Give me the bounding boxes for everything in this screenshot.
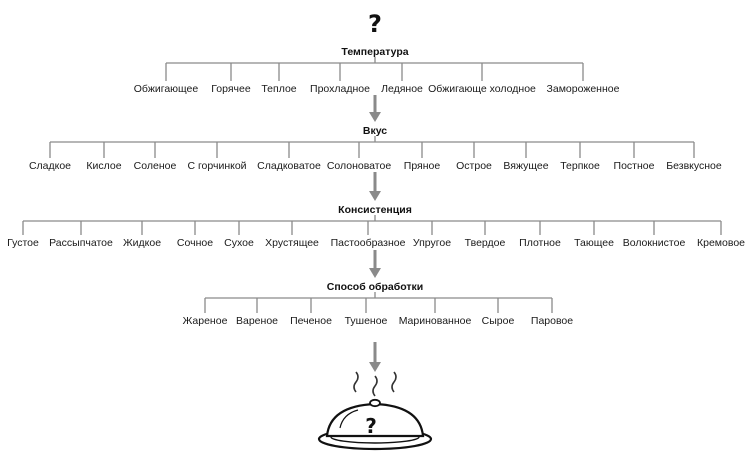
level-title: Способ обработки	[327, 281, 424, 293]
option-label: Соленое	[134, 160, 177, 172]
option-label: Солоноватое	[327, 160, 392, 172]
option-label: С горчинкой	[187, 160, 246, 172]
top-question-mark: ?	[368, 10, 382, 38]
option-label: Твердое	[465, 237, 506, 249]
covered-dish-icon: ?	[317, 371, 433, 451]
option-label: Безвкусное	[666, 160, 722, 172]
option-label: Обжигающе холодное	[428, 83, 536, 95]
option-label: Рассыпчатое	[49, 237, 113, 249]
level-title: Температура	[341, 46, 408, 58]
cloche-handle	[369, 398, 381, 408]
option-label: Вяжущее	[503, 160, 548, 172]
option-label: Острое	[456, 160, 492, 172]
option-label: Паровое	[531, 315, 573, 327]
option-label: Прохладное	[310, 83, 370, 95]
option-label: Сухое	[224, 237, 254, 249]
dish-question-mark: ?	[365, 414, 377, 438]
option-label: Терпкое	[560, 160, 600, 172]
option-label: Тушеное	[345, 315, 388, 327]
steam-right	[391, 371, 397, 393]
option-label: Маринованное	[399, 315, 472, 327]
option-label: Горячее	[211, 83, 251, 95]
arrow-down-icon	[369, 342, 381, 372]
option-label: Кислое	[86, 160, 121, 172]
option-label: Сырое	[482, 315, 515, 327]
option-label: Пряное	[404, 160, 441, 172]
arrow-down-icon	[369, 95, 381, 122]
level-title: Консистенция	[338, 204, 412, 216]
option-label: Замороженное	[547, 83, 620, 95]
option-label: Плотное	[519, 237, 561, 249]
steam-left	[353, 371, 359, 393]
option-label: Печеное	[290, 315, 332, 327]
level-title: Вкус	[363, 125, 387, 137]
option-label: Сочное	[177, 237, 213, 249]
cloche-shine	[339, 409, 359, 429]
steam-middle	[372, 375, 378, 397]
option-label: Упругое	[413, 237, 451, 249]
option-label: Постное	[614, 160, 655, 172]
arrow-down-icon	[369, 250, 381, 278]
option-label: Волокнистое	[623, 237, 686, 249]
option-label: Вареное	[236, 315, 278, 327]
option-label: Тающее	[574, 237, 614, 249]
option-label: Жареное	[183, 315, 228, 327]
option-label: Сладкое	[29, 160, 71, 172]
option-label: Густое	[7, 237, 39, 249]
option-label: Обжигающее	[134, 83, 199, 95]
option-label: Пастообразное	[331, 237, 406, 249]
option-label: Жидкое	[123, 237, 161, 249]
arrow-down-icon	[369, 172, 381, 201]
option-label: Теплое	[261, 83, 296, 95]
option-label: Ледяное	[381, 83, 423, 95]
option-label: Хрустящее	[265, 237, 319, 249]
option-label: Кремовое	[697, 237, 745, 249]
option-label: Сладковатое	[257, 160, 321, 172]
